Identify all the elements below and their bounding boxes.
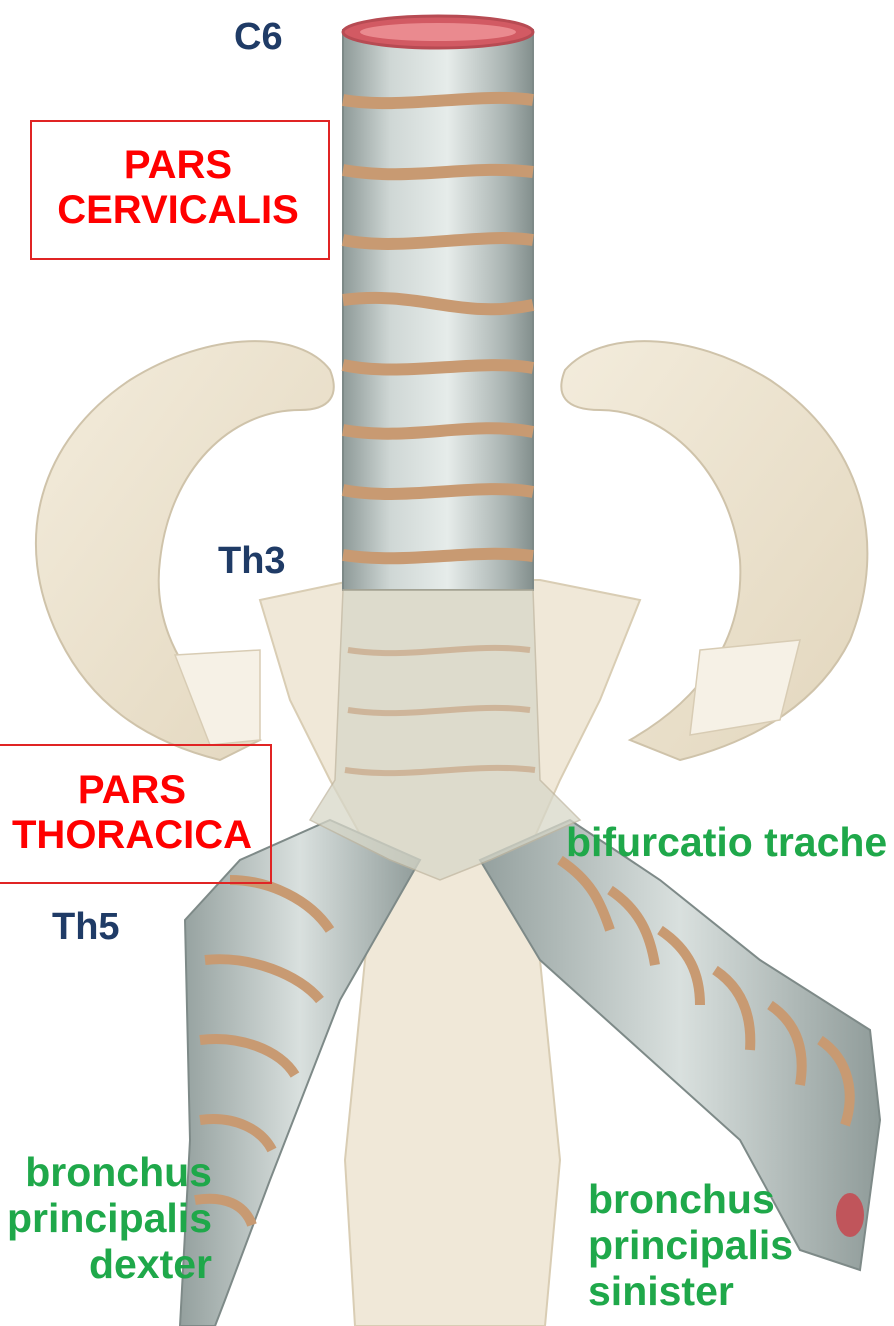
pars-cervicalis-label: PARS CERVICALIS — [30, 143, 326, 233]
label-line: sinister — [588, 1269, 793, 1315]
vertebra-level-c6: C6 — [234, 16, 283, 59]
pars-thoracica-label: PARS THORACICA — [0, 768, 268, 858]
label-line: bronchus — [588, 1177, 793, 1223]
label-line: bronchus — [7, 1150, 212, 1196]
trachea — [343, 16, 533, 590]
vertebra-level-th3: Th3 — [218, 540, 286, 583]
label-line: PARS — [30, 143, 326, 188]
bronchus-principalis-sinister-label: bronchus principalis sinister — [588, 1177, 793, 1315]
label-line: THORACICA — [0, 813, 268, 858]
label-line: CERVICALIS — [30, 188, 326, 233]
vertebra-level-th5: Th5 — [52, 906, 120, 949]
label-line: PARS — [0, 768, 268, 813]
label-line: principalis — [588, 1223, 793, 1269]
label-line: principalis — [7, 1196, 212, 1242]
first-rib-left — [561, 341, 867, 760]
label-line: dexter — [7, 1242, 212, 1288]
bronchus-principalis-dexter-label: bronchus principalis dexter — [7, 1150, 212, 1288]
bifurcatio-tracheae-label: bifurcatio trache — [566, 820, 887, 866]
